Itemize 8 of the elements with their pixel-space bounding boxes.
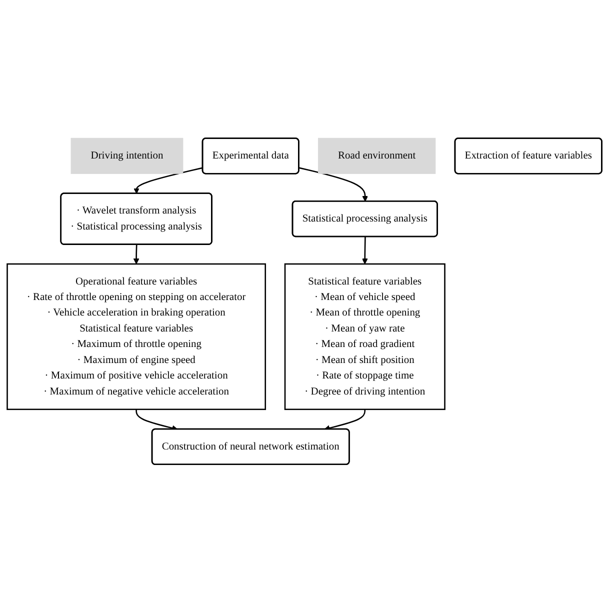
node-box: Driving intention	[70, 138, 184, 174]
node-box: Statistical feature variables · Mean of vehicle speed · Mean of throttle opening · Mean of yaw rate · Mean of road gradient · Mean of shift position · Rate of stoppage time · Degree of driving intention	[284, 264, 446, 410]
node-box: Operational feature variables · Rate of throttle opening on stepping on accelerator · Vehicle acceleration in braking operation Statistical feature variables · Maximum of throttle opening · Maximum of engine speed · Maximum of positive vehicle acceleration · Maximum of negative vehicle acceleration	[6, 264, 266, 410]
arrow	[134, 167, 203, 194]
arrow	[133, 244, 140, 264]
arrow	[298, 167, 368, 202]
node-box: Road environment	[318, 138, 436, 174]
arrow	[362, 236, 368, 264]
